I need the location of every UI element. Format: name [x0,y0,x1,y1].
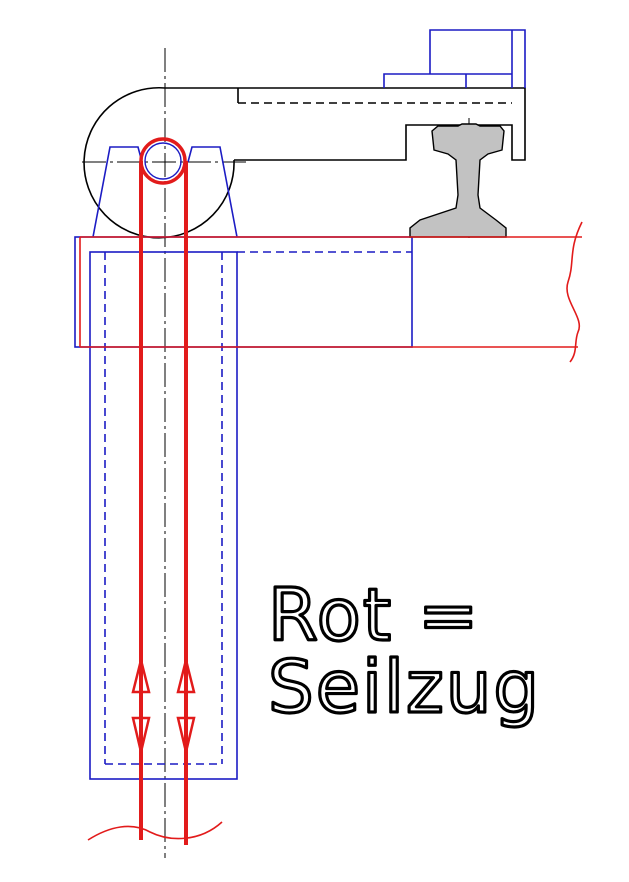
arrow-down-left [131,716,151,753]
beam [74,236,413,348]
break-line-right [566,221,583,363]
sheave-inner [144,142,182,180]
housing-arm [165,87,526,161]
housing-outline [83,86,526,239]
legend-line-2: Seilzug [268,645,541,729]
drum-housing-arc [83,86,235,239]
drum-support-right [187,146,238,238]
rail-profile [409,123,507,238]
break-line-bottom [87,821,223,841]
top-bracket [429,29,526,88]
drum-support-left [92,146,143,238]
arrow-down-right [176,716,196,753]
arrow-up-left [131,659,151,694]
shaft [89,251,238,780]
clamp-plate [383,73,512,88]
rope [139,137,188,845]
ground-beam [79,221,583,841]
force-arrows [131,659,196,753]
legend-line-1: Rot = [268,573,480,657]
rope-sheave [139,137,187,185]
arrow-up-right [176,659,196,694]
